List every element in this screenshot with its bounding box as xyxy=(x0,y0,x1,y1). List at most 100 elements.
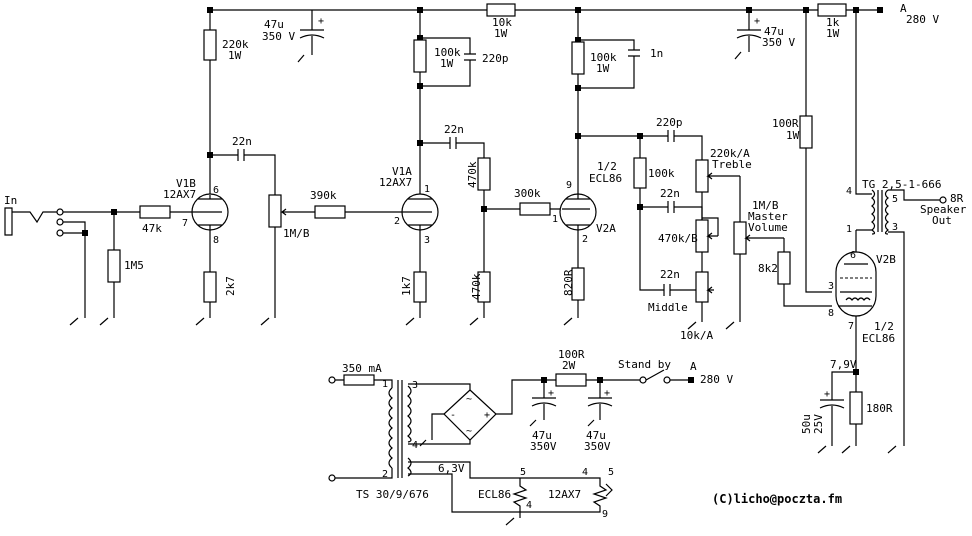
potentiometer-label: 10k/A xyxy=(680,329,713,342)
supply-voltage-label: 280 V xyxy=(906,13,939,26)
terminal-a xyxy=(877,7,883,13)
resistor-label: 1k xyxy=(826,16,840,29)
svg-text:7: 7 xyxy=(182,218,188,229)
resistor-300k xyxy=(519,202,551,216)
capacitor-label: 350V xyxy=(584,440,611,453)
resistor-label: 2k7 xyxy=(224,276,237,296)
capacitor-label: 47u xyxy=(532,429,552,442)
resistor-470k-a xyxy=(477,157,491,191)
resistor-label: 100k xyxy=(590,51,617,64)
resistor-label: 820R xyxy=(562,269,575,296)
svg-text:8: 8 xyxy=(828,308,834,319)
capacitor-label: 47u xyxy=(264,18,284,31)
resistor-label: 100R xyxy=(772,117,799,130)
svg-text:+: + xyxy=(754,16,760,27)
capacitor-label: 50u xyxy=(800,414,813,434)
svg-text:1: 1 xyxy=(552,214,558,225)
capacitor-22n-d xyxy=(663,284,703,330)
svg-text:4: 4 xyxy=(412,440,418,451)
tube-label: 12AX7 xyxy=(163,188,196,201)
svg-text:4: 4 xyxy=(526,500,532,511)
capacitor-label: 350 V xyxy=(762,36,795,49)
speaker-label: Out xyxy=(932,214,952,227)
capacitor-label: 47u xyxy=(586,429,606,442)
resistor-label: 300k xyxy=(514,187,541,200)
speaker-label: Speaker xyxy=(920,203,967,216)
capacitor-220p-b xyxy=(578,130,703,160)
svg-text:5: 5 xyxy=(892,194,898,205)
resistor-label: 390k xyxy=(310,189,337,202)
standby-label: Stand by xyxy=(618,358,671,371)
resistor-100k-b xyxy=(571,41,585,75)
tube-label: V1B xyxy=(176,177,196,190)
resistor-180r xyxy=(849,391,863,425)
standby-switch xyxy=(639,376,647,384)
tube-label: ECL86 xyxy=(862,332,895,345)
resistor-label: 1W xyxy=(786,129,800,142)
svg-text:7: 7 xyxy=(848,321,854,332)
resistor-100k-a xyxy=(413,39,427,73)
potentiometer-treble xyxy=(695,159,709,193)
svg-text:+: + xyxy=(548,388,554,399)
potentiometer-470k-b xyxy=(695,219,709,253)
resistor-label: 180R xyxy=(866,402,893,415)
svg-text:2: 2 xyxy=(394,216,400,227)
capacitor-label: 350V xyxy=(530,440,557,453)
svg-text:+: + xyxy=(484,410,490,421)
transformer-label: TS 30/9/676 xyxy=(356,488,429,501)
speaker-terminal xyxy=(939,196,947,204)
potentiometer-middle xyxy=(695,271,709,303)
resistor-label: 100R xyxy=(558,348,585,361)
tube-label: ECL86 xyxy=(589,172,622,185)
svg-text:+: + xyxy=(824,389,830,400)
terminal-a-label: A xyxy=(900,2,907,15)
svg-text:~: ~ xyxy=(466,394,472,405)
capacitor-22n-a xyxy=(210,149,276,195)
capacitor-22n-b xyxy=(420,137,485,158)
potentiometer-master-volume xyxy=(733,221,747,255)
mains-terminal xyxy=(328,376,336,384)
resistor-label: 2W xyxy=(562,359,576,372)
potentiometer-label: 1M/B xyxy=(752,199,779,212)
svg-text:3: 3 xyxy=(828,281,834,292)
svg-text:4: 4 xyxy=(582,467,588,478)
capacitor-label: 22n xyxy=(232,135,252,148)
tube-label: V1A xyxy=(392,165,412,178)
mains-terminal xyxy=(328,474,336,482)
resistor-label: 1W xyxy=(440,57,454,70)
resistor-1k7 xyxy=(413,271,427,303)
input-label: In xyxy=(4,194,17,207)
capacitor-label: 350 V xyxy=(262,30,295,43)
resistor-10k xyxy=(486,3,516,17)
resistor-100k-c xyxy=(633,157,647,189)
potentiometer-label: Master xyxy=(748,210,788,223)
resistor-label: 1W xyxy=(494,27,508,40)
tube-label: 12AX7 xyxy=(548,488,581,501)
voltage-label: 6,3V xyxy=(438,462,465,475)
speaker-label: 8R xyxy=(950,192,964,205)
resistor-label: 1W xyxy=(826,27,840,40)
capacitor-47u-b xyxy=(734,10,762,60)
capacitor-label: 22n xyxy=(660,268,680,281)
output-transformer xyxy=(871,189,876,235)
resistor-label: 1M5 xyxy=(124,259,144,272)
capacitor-47u-a xyxy=(297,10,325,63)
svg-text:2: 2 xyxy=(582,234,588,245)
resistor-label: 470k xyxy=(470,273,483,300)
tube-label: V2A xyxy=(596,222,616,235)
resistor-1m5 xyxy=(107,249,121,283)
voltage-label: 7,9V xyxy=(830,358,857,371)
resistor-label: 1W xyxy=(228,49,242,62)
capacitor-label: 22n xyxy=(444,123,464,136)
resistor-label: 470k xyxy=(466,161,479,188)
capacitor-label: 220p xyxy=(656,116,683,129)
resistor-label: 1W xyxy=(596,62,610,75)
tube-label: 1/2 xyxy=(874,320,894,333)
capacitor-1n xyxy=(578,39,640,89)
resistor-2k7 xyxy=(203,271,217,303)
capacitor-220p-a xyxy=(420,37,476,87)
svg-text:+: + xyxy=(604,388,610,399)
power-transformer xyxy=(388,387,393,469)
svg-text:5: 5 xyxy=(520,467,526,478)
tube-label: ECL86 xyxy=(478,488,511,501)
